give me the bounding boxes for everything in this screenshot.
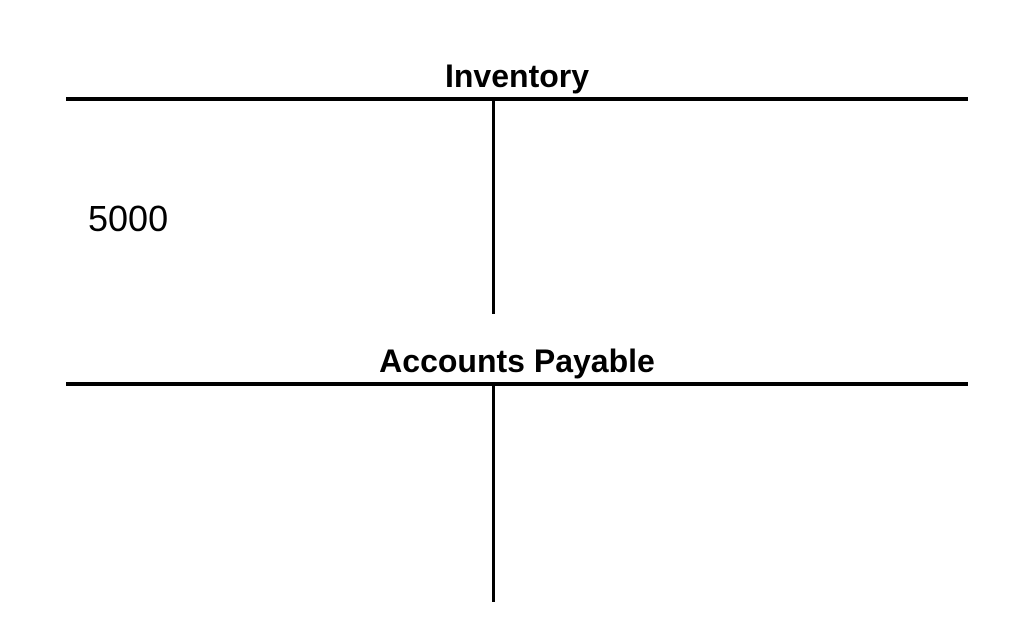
t-account-title: Inventory bbox=[444, 58, 590, 94]
t-account-inventory: Inventory 5000 bbox=[66, 58, 968, 314]
t-account-accounts-payable: Accounts Payable 5000 bbox=[0, 285, 1014, 636]
t-account-debit-amount: 5000 bbox=[88, 198, 169, 239]
t-account-center-divider bbox=[492, 101, 495, 314]
t-account-center-divider bbox=[492, 386, 495, 602]
t-account-top-rule bbox=[66, 97, 968, 101]
t-account-top-rule bbox=[66, 382, 968, 386]
t-account-title: Accounts Payable bbox=[379, 343, 655, 379]
